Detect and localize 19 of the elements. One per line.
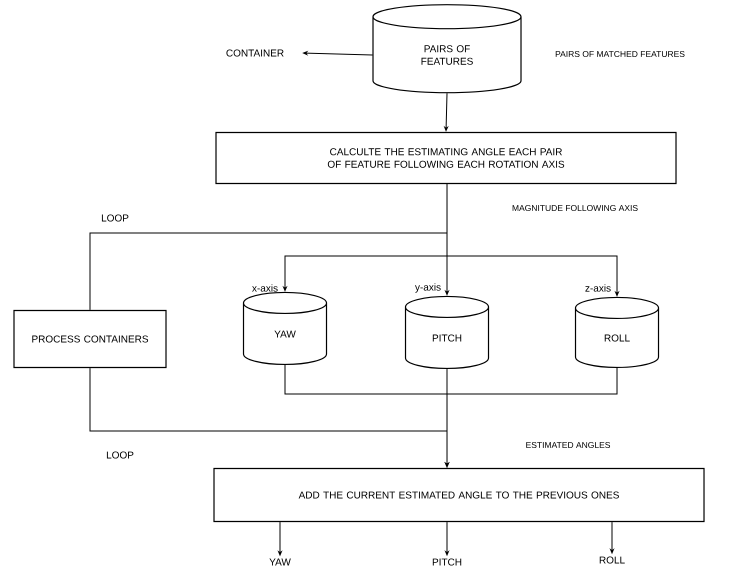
note-text: LOOP — [106, 451, 134, 459]
note-text: MAGNITUDE FOLLOWING AXIS — [512, 205, 638, 211]
note-text: PAIRS OF MATCHED FEATURES — [556, 51, 685, 57]
process-box: CALCULTE THE ESTIMATING ANGLE EACH PAIR OF FEATURE FOLLOWING EACH ROTATION AXIS — [215, 132, 677, 184]
axis-label: x-axis — [252, 284, 278, 292]
process-box: ADD THE CURRENT ESTIMATED ANGLE TO THE PREVIOUS ONES — [213, 468, 705, 522]
database-cylinder: ROLL — [574, 296, 660, 368]
flow-text: PITCH — [432, 558, 462, 566]
note-text: ESTIMATED ANGLES — [526, 442, 610, 448]
process-box: PROCESS CONTAINERS — [13, 310, 167, 368]
flow-text: YAW — [269, 558, 291, 566]
axis-label: y-axis — [414, 283, 441, 293]
axis-label: z-axis — [585, 284, 611, 292]
flow-text: CONTAINER — [226, 49, 284, 57]
flow-text: ROLL — [600, 556, 625, 564]
database-cylinder: PAIRS OF FEATURES — [372, 4, 522, 94]
note-text: LOOP — [102, 214, 128, 222]
database-cylinder: PITCH — [404, 296, 490, 370]
database-cylinder: YAW — [242, 292, 328, 366]
